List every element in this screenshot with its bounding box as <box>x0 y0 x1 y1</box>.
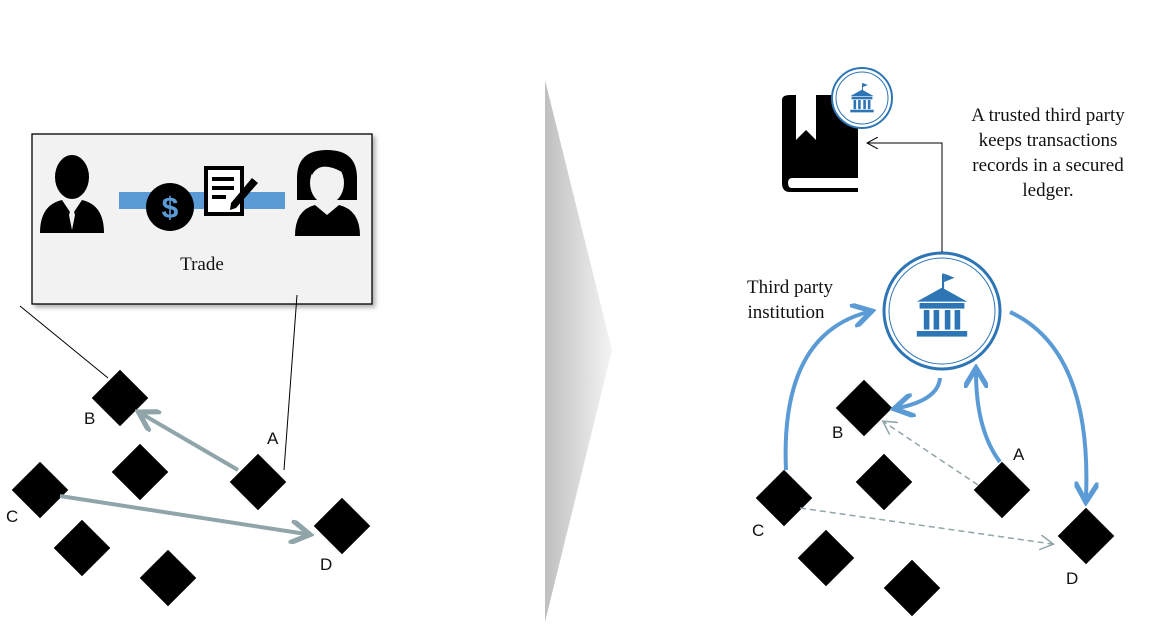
annotation-line: keeps transactions <box>979 130 1118 151</box>
small-bank-icon <box>831 67 893 129</box>
arrow-institution-to-d <box>1009 310 1086 498</box>
node-d <box>313 497 371 555</box>
annotation-line: records in a secured <box>972 155 1124 176</box>
node-a <box>973 461 1031 519</box>
node-a-label: A <box>1013 445 1025 464</box>
node-d-label: D <box>1066 569 1078 588</box>
ledger-book-icon <box>782 95 858 192</box>
left-nodes <box>11 369 371 607</box>
node-b <box>91 369 149 427</box>
node-b <box>835 379 893 437</box>
third-party-bank-icon <box>882 251 1002 371</box>
woman-icon <box>295 150 360 236</box>
transition-chevron <box>545 80 612 622</box>
annotation-line: ledger. <box>1022 180 1073 201</box>
node <box>855 453 913 511</box>
businessman-icon <box>40 155 104 233</box>
dollar-coin-icon: $ <box>146 183 194 231</box>
transfer-bar <box>119 192 285 209</box>
dashed-arrow-a-to-b <box>884 422 979 486</box>
node-b-label: B <box>84 409 95 428</box>
signed-contract-icon <box>204 166 258 216</box>
trade-box: $ Trade <box>31 133 373 305</box>
svg-text:$: $ <box>162 192 179 225</box>
arrow-institution-to-b <box>898 377 942 408</box>
arrow-c-to-institution <box>783 312 868 471</box>
node <box>53 519 111 577</box>
annotation: A trusted third party keeps transactions… <box>971 105 1125 201</box>
institution-label: institution <box>747 302 825 323</box>
annotation-line: A trusted third party <box>971 105 1125 126</box>
node-b-label: B <box>832 423 843 442</box>
node-d <box>1057 507 1115 565</box>
arrow-c-to-d <box>59 494 306 534</box>
node <box>111 443 169 501</box>
arrow-a-to-institution <box>976 372 1002 464</box>
callout-line <box>19 305 109 379</box>
node-a <box>229 453 287 511</box>
node-c <box>755 469 813 527</box>
record-arrow <box>868 143 943 252</box>
callout-line <box>283 294 298 471</box>
node-c <box>11 461 69 519</box>
node <box>883 559 941 617</box>
node-c-label: C <box>752 521 764 540</box>
node-c-label: C <box>6 507 18 526</box>
dashed-arrow-c-to-d <box>799 507 1052 544</box>
arrow-a-to-b <box>142 414 240 472</box>
right-nodes <box>755 379 1115 617</box>
node-a-label: A <box>267 429 279 448</box>
node <box>797 529 855 587</box>
node <box>139 549 197 607</box>
node-d-label: D <box>320 555 332 574</box>
institution-label: Third party <box>747 277 834 298</box>
trade-label: Trade <box>180 254 224 275</box>
